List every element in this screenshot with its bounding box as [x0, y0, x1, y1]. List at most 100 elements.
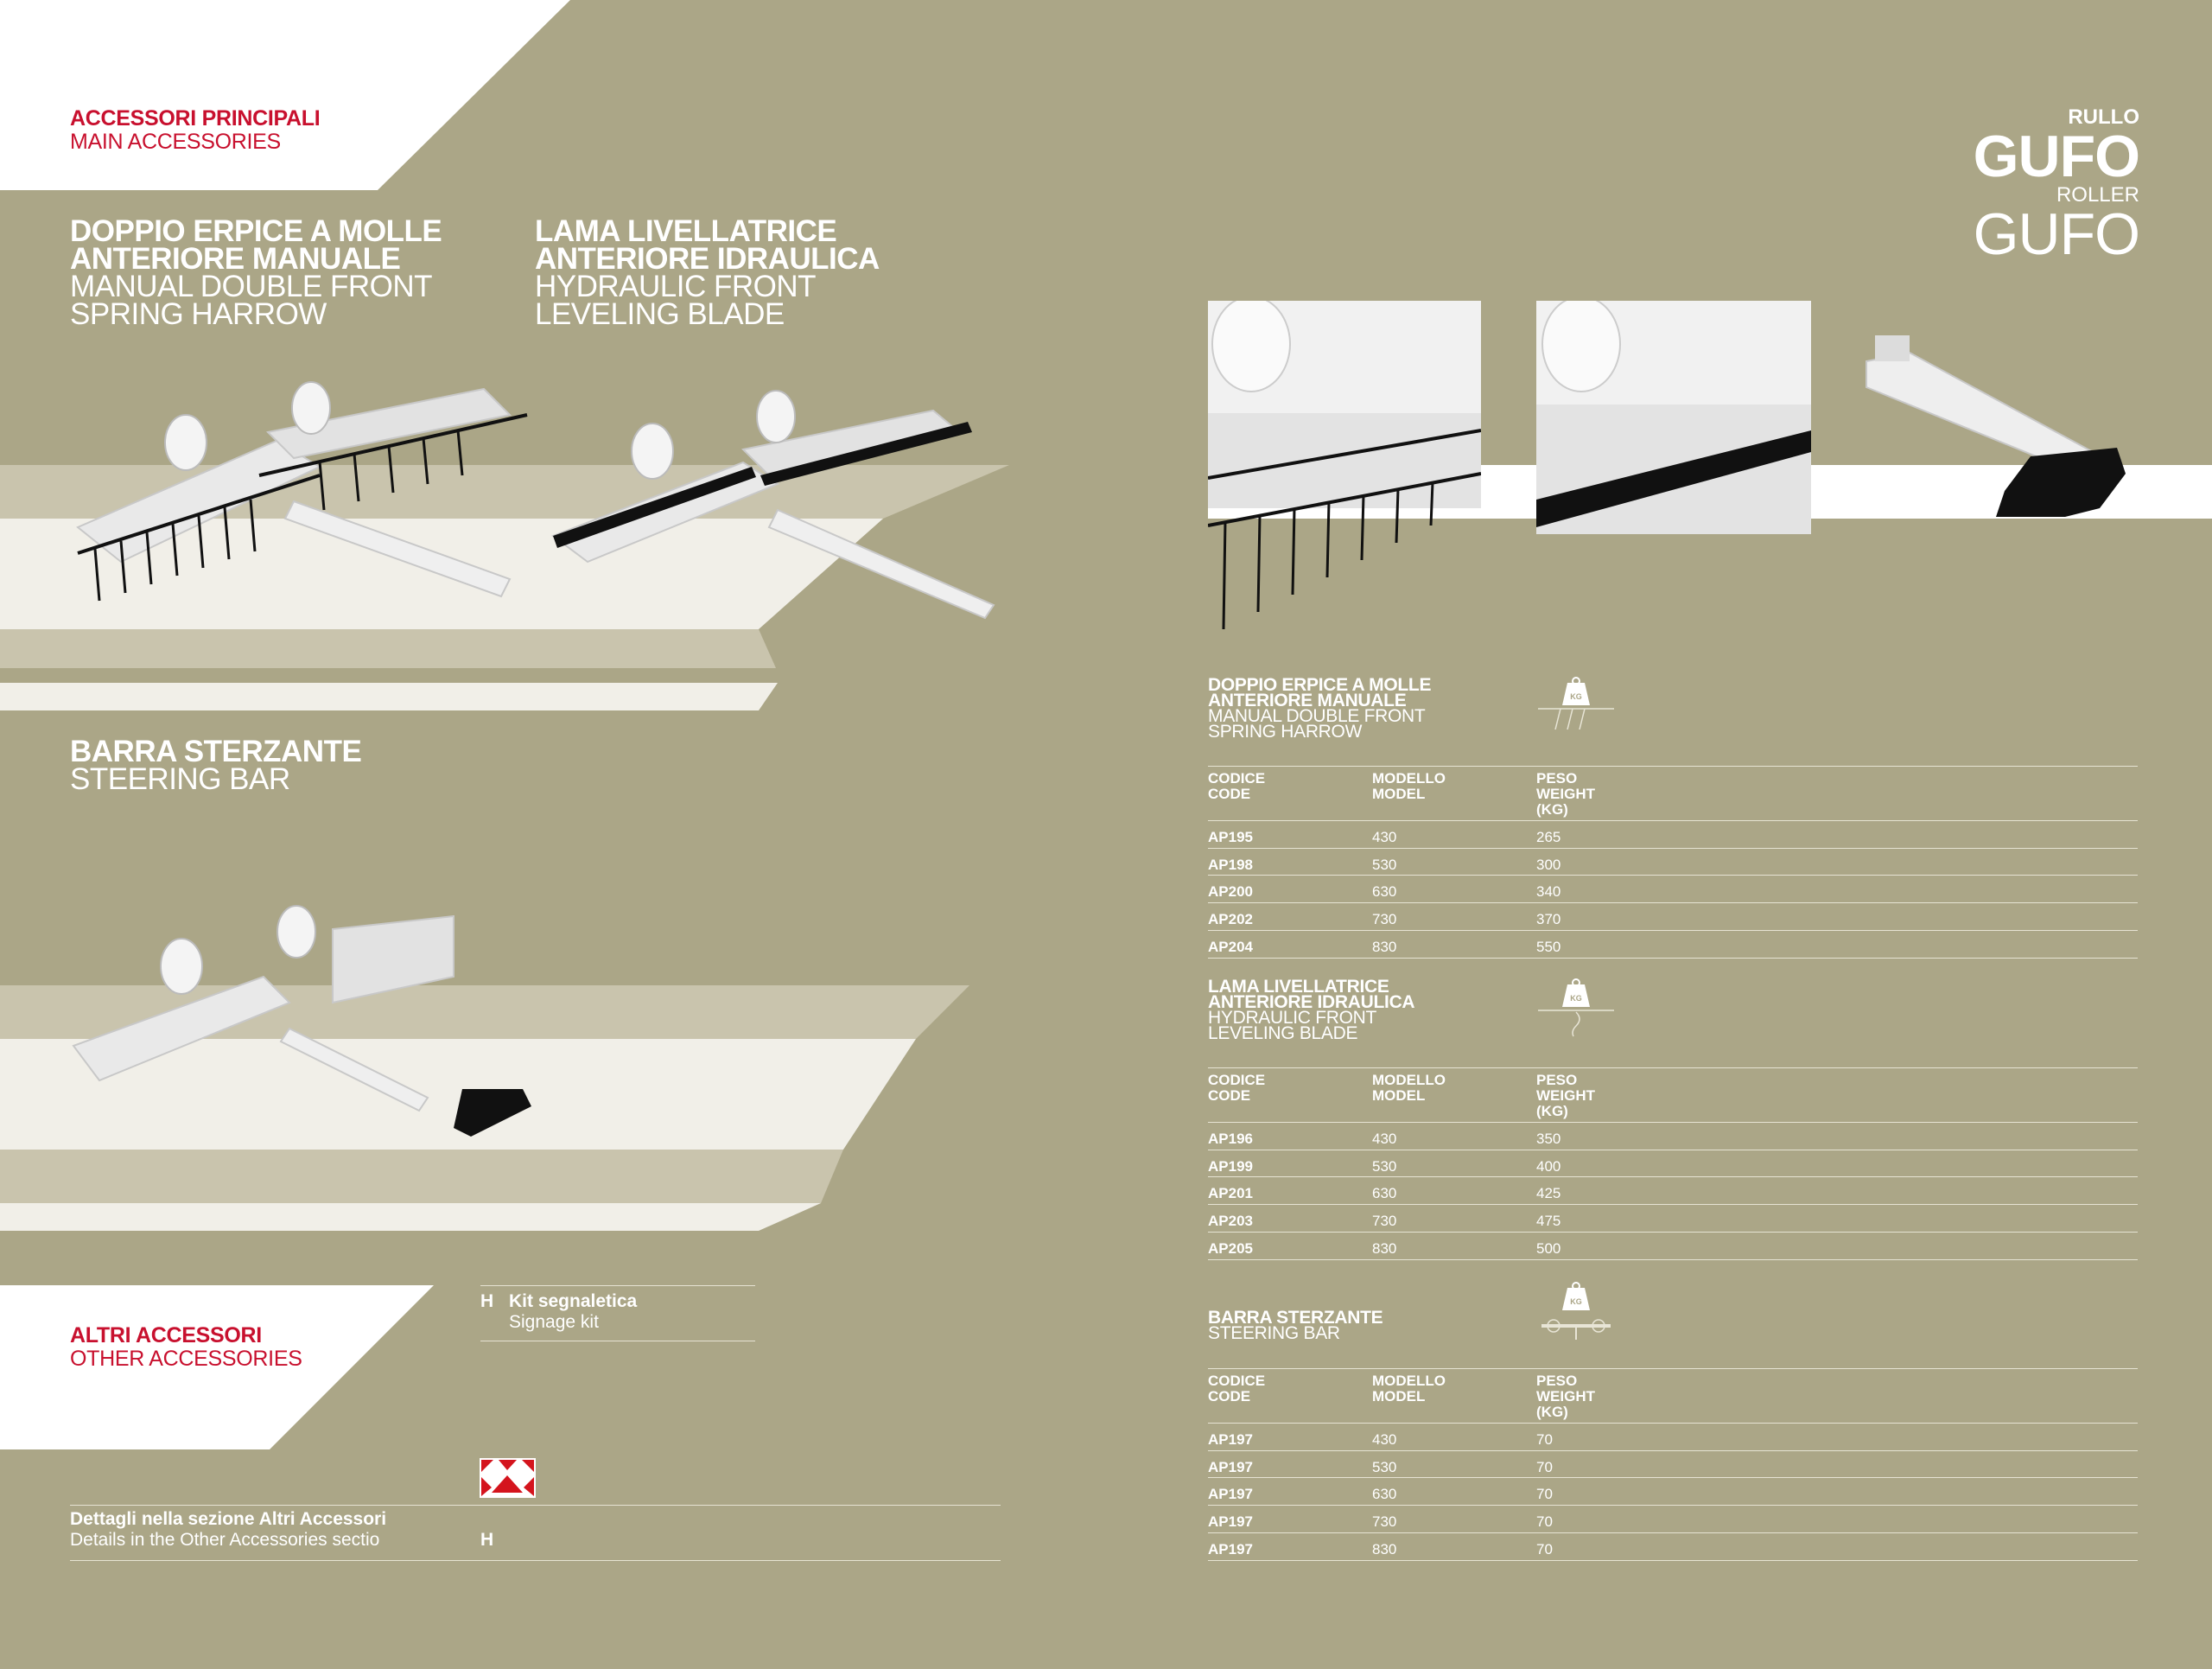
weight-icon-label: KG: [1570, 1297, 1582, 1306]
table-header-kg: (KG): [1536, 1404, 1568, 1420]
table-cell: 630: [1372, 883, 1397, 901]
card-steering-l2: STEERING BAR: [70, 762, 290, 796]
table-cell: 300: [1536, 856, 1561, 873]
table-cell: 430: [1372, 1431, 1397, 1448]
table-cell: 730: [1372, 1213, 1397, 1230]
table-header-modello: MODELLO: [1372, 1373, 1446, 1389]
main-accessories-title-en: MAIN ACCESSORIES: [70, 130, 281, 154]
table-header-model: MODEL: [1372, 1087, 1426, 1104]
blade-machine-image: [550, 390, 995, 620]
table-title-line: BARRA STERZANTE: [1208, 1308, 1383, 1328]
card-harrow-l3: MANUAL DOUBLE FRONT: [70, 270, 432, 303]
card-steering-l1: BARRA STERZANTE: [70, 735, 362, 768]
brand-block: RULLO GUFO ROLLER GUFO: [1880, 105, 2140, 264]
table-header-codice: CODICE: [1208, 1072, 1266, 1088]
brand-rullo: RULLO: [2068, 105, 2139, 129]
footer-note-it: Dettagli nella sezione Altri Accessori: [70, 1509, 387, 1529]
card-harrow-title: DOPPIO ERPICE A MOLLE ANTERIORE MANUALE …: [70, 214, 442, 331]
table-title-line: LAMA LIVELLATRICE: [1208, 977, 1389, 997]
table-title-line: LEVELING BLADE: [1208, 1023, 1358, 1043]
table-cell: 400: [1536, 1157, 1561, 1175]
table-header-model: MODEL: [1372, 1388, 1426, 1405]
table-cell: 430: [1372, 829, 1397, 845]
table-row-rule: [1208, 1258, 2138, 1260]
table-header-code: CODE: [1208, 1388, 1251, 1405]
footer-bottom-rule: [70, 1560, 1001, 1561]
table-title-line: ANTERIORE MANUALE: [1208, 691, 1407, 710]
table-row-rule: [1208, 847, 2138, 849]
table-cell: AP205: [1208, 1239, 1253, 1257]
steering-detail-photo: [1866, 335, 2126, 517]
table-cell: 730: [1372, 1513, 1397, 1531]
other-accessories-title-en: OTHER ACCESSORIES: [70, 1347, 302, 1371]
card-blade-l1: LAMA LIVELLATRICE: [535, 214, 837, 248]
table-cell: 350: [1536, 1131, 1561, 1147]
table-cell: 430: [1372, 1131, 1397, 1147]
table-row-rule: [1208, 1477, 2138, 1479]
card-harrow-l2: ANTERIORE MANUALE: [70, 242, 401, 276]
table-cell: AP197: [1208, 1431, 1253, 1448]
card-blade-title: LAMA LIVELLATRICE ANTERIORE IDRAULICA HY…: [535, 214, 880, 331]
table-header-weight: WEIGHT: [1536, 786, 1595, 802]
table-header-rule: [1208, 766, 2138, 767]
table-cell: 630: [1372, 1185, 1397, 1202]
table-header-weight: WEIGHT: [1536, 1388, 1595, 1405]
table-cell: AP198: [1208, 856, 1253, 873]
kit-letter: H: [480, 1291, 494, 1311]
table-header-modello: MODELLO: [1372, 1072, 1446, 1088]
table-row-rule: [1208, 1505, 2138, 1507]
table-cell: 265: [1536, 829, 1561, 845]
table-header-codice: CODICE: [1208, 770, 1266, 787]
table-cell: 70: [1536, 1458, 1553, 1475]
table-row-rule: [1208, 1559, 2138, 1561]
card-blade-l3: HYDRAULIC FRONT: [535, 270, 817, 303]
table-cell: 70: [1536, 1486, 1553, 1503]
table-header-rule: [1208, 1067, 2138, 1068]
table-cell: AP202: [1208, 911, 1253, 928]
table-header-weight: WEIGHT: [1536, 1087, 1595, 1104]
table-title-line: STEERING BAR: [1208, 1323, 1340, 1343]
table-cell: AP199: [1208, 1157, 1253, 1175]
table-title-line: MANUAL DOUBLE FRONT: [1208, 706, 1426, 726]
table-cell: AP197: [1208, 1486, 1253, 1503]
table-header-peso: PESO: [1536, 1072, 1578, 1088]
card-steering-title: BARRA STERZANTE STEERING BAR: [70, 735, 362, 796]
table-header-peso: PESO: [1536, 770, 1578, 787]
table-cell: AP196: [1208, 1131, 1253, 1147]
table-header-bottom-rule: [1208, 1122, 2138, 1123]
table-title-line: ANTERIORE IDRAULICA: [1208, 992, 1415, 1012]
card-harrow-l1: DOPPIO ERPICE A MOLLE: [70, 214, 442, 248]
table-header-modello: MODELLO: [1372, 770, 1446, 787]
table-header-kg: (KG): [1536, 1103, 1568, 1119]
table-row-rule: [1208, 1532, 2138, 1533]
table-title-line: HYDRAULIC FRONT: [1208, 1008, 1377, 1028]
table-cell: 830: [1372, 1540, 1397, 1558]
table-cell: 830: [1372, 938, 1397, 955]
table-cell: 70: [1536, 1431, 1553, 1448]
table-cell: 475: [1536, 1213, 1561, 1230]
table-row-rule: [1208, 875, 2138, 876]
table-cell: 530: [1372, 1157, 1397, 1175]
footer-top-rule: [70, 1505, 1001, 1506]
harrow-detail-photo: [1208, 301, 1481, 629]
table-header-peso: PESO: [1536, 1373, 1578, 1389]
table-header-code: CODE: [1208, 786, 1251, 802]
table-cell: AP204: [1208, 938, 1253, 955]
blade-detail-photo: [1536, 301, 1811, 534]
card-blade-l4: LEVELING BLADE: [535, 297, 785, 331]
footer-note-en: Details in the Other Accessories sectio: [70, 1530, 380, 1550]
kit-name-it: Kit segnaletica: [509, 1291, 638, 1311]
harrow-machine-image: [76, 381, 528, 602]
main-accessories-title-it: ACCESSORI PRINCIPALI: [70, 106, 321, 131]
table-cell: AP203: [1208, 1213, 1253, 1230]
card-harrow-l4: SPRING HARROW: [70, 297, 327, 331]
signage-kit-icon: [480, 1458, 536, 1498]
table-header-code: CODE: [1208, 1087, 1251, 1104]
table-row-rule: [1208, 929, 2138, 931]
table-cell: AP200: [1208, 883, 1253, 901]
table-cell: 730: [1372, 911, 1397, 928]
table-row-rule: [1208, 902, 2138, 904]
other-accessories-title-it: ALTRI ACCESSORI: [70, 1323, 262, 1347]
table-cell: 630: [1372, 1486, 1397, 1503]
table-cell: 550: [1536, 938, 1561, 955]
